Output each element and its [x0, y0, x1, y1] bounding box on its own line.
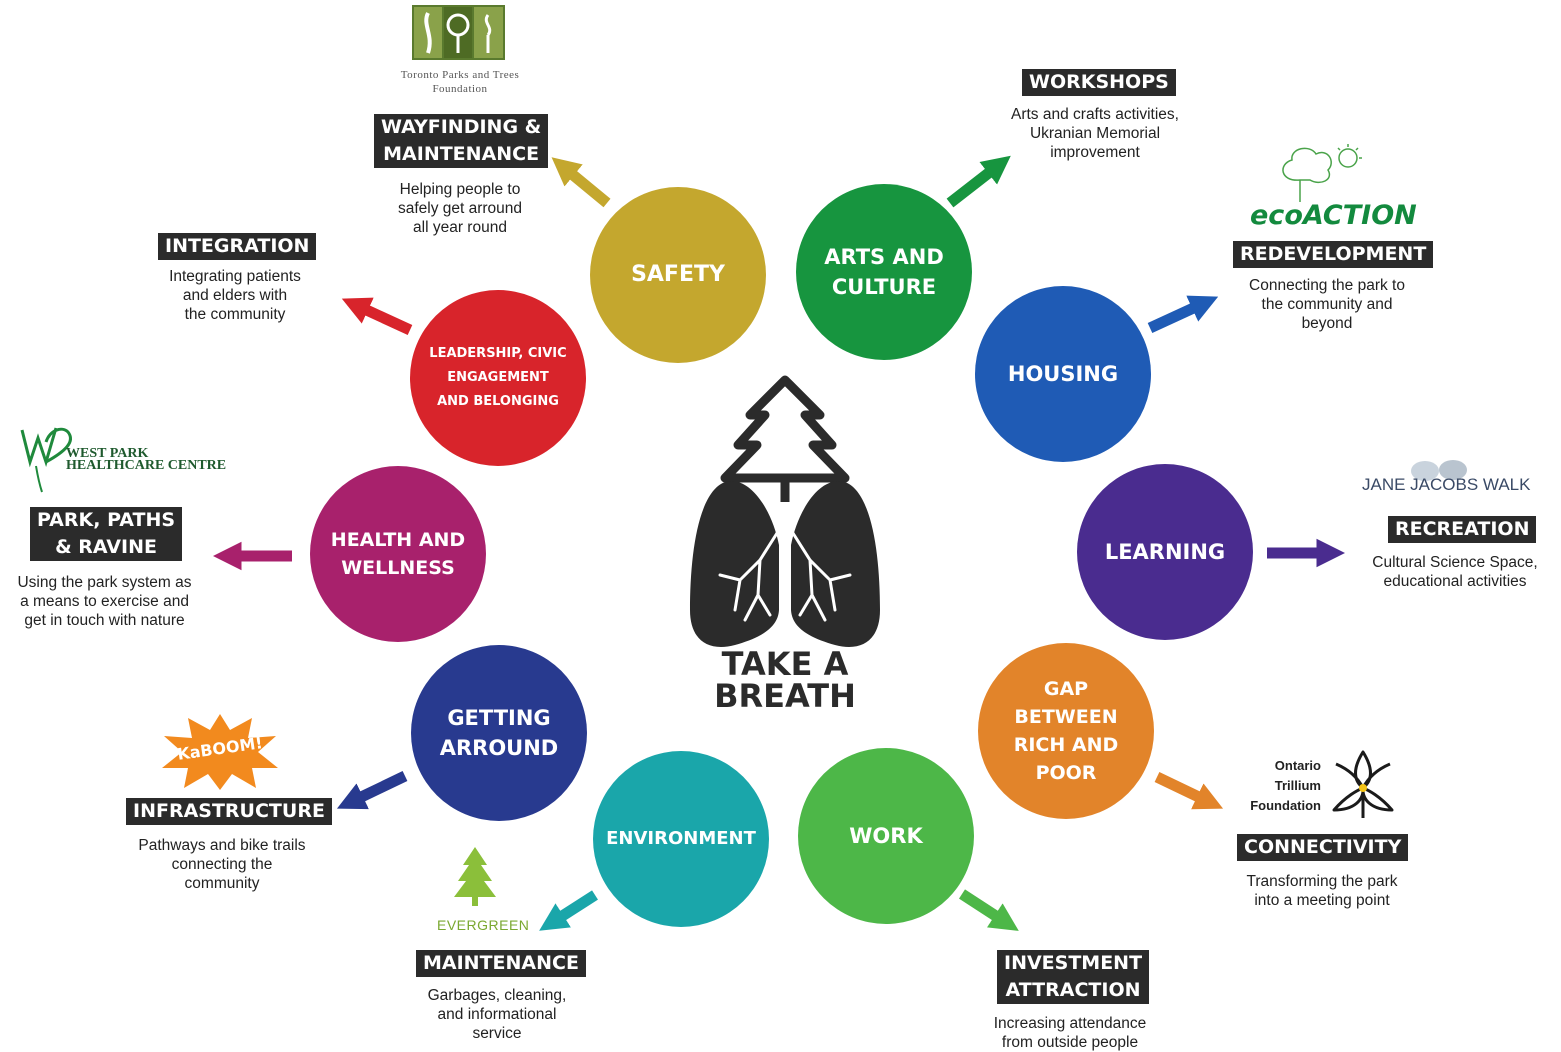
circle-gap: GAP BETWEEN RICH AND POOR	[978, 643, 1154, 819]
kaboom-burst-icon	[162, 714, 278, 790]
desc-park: Using the park system as a means to exer…	[17, 574, 192, 629]
west-park-logo-text: WEST PARK HEALTHCARE CENTRE	[66, 446, 227, 473]
arrow-work	[959, 889, 1019, 931]
tpt-logo-text: Toronto Parks and Trees Foundation	[400, 69, 520, 95]
jane-jacobs-logo-text: JANE JACOBS WALK	[1362, 475, 1531, 494]
circle-work: WORK	[798, 748, 974, 924]
circle-housing-label: HOUSING	[1007, 362, 1119, 386]
circle-arts-label: ARTS AND CULTURE	[824, 245, 944, 299]
desc-recreation: Cultural Science Space, educational acti…	[1372, 554, 1538, 590]
tag-maintenance: MAINTENANCE	[416, 950, 586, 977]
tag-integration: INTEGRATION	[158, 233, 317, 260]
jane-jacobs-footprint-icon	[1411, 460, 1467, 481]
circle-getting-arround: GETTING ARROUND	[411, 645, 587, 821]
circle-leadership: LEADERSHIP, CIVIC ENGAGEMENT AND BELONGI…	[410, 290, 586, 466]
circle-environment-label: ENVIRONMENT	[606, 828, 756, 849]
circle-safety-label: SAFETY	[631, 262, 725, 287]
tag-infrastructure: INFRASTRUCTURE	[126, 798, 332, 825]
desc-maintenance: Garbages, cleaning, and informational se…	[427, 987, 567, 1042]
tag-recreation: RECREATION	[1388, 516, 1537, 543]
circle-learning-label: LEARNING	[1104, 540, 1226, 564]
arrow-getting	[336, 771, 408, 810]
tag-connectivity: CONNECTIVITY	[1237, 834, 1409, 861]
circle-housing: HOUSING	[975, 286, 1151, 462]
circle-leadership-label: LEADERSHIP, CIVIC ENGAGEMENT AND BELONGI…	[429, 346, 567, 409]
center-title: TAKE A BREATH	[714, 645, 856, 715]
arrow-environment	[539, 890, 598, 931]
desc-redevelopment: Connecting the park to the community and…	[1249, 277, 1405, 332]
tpt-logo	[412, 5, 505, 60]
circle-gap-label: GAP BETWEEN RICH AND POOR	[1013, 678, 1119, 784]
tag-wayfinding: WAYFINDING & MAINTENANCE	[374, 114, 549, 168]
arrow-gap	[1154, 772, 1224, 810]
desc-investment: Increasing attendance from outside peopl…	[993, 1015, 1147, 1051]
desc-connectivity: Transforming the park into a meeting poi…	[1246, 873, 1398, 909]
desc-integration: Integrating patients and elders with the…	[169, 268, 301, 323]
arrow-arts	[946, 155, 1011, 208]
ecoaction-tree-icon	[1282, 144, 1362, 202]
evergreen-tree-icon	[454, 847, 496, 906]
tag-redevelopment: REDEVELOPMENT	[1233, 241, 1434, 268]
tag-workshops: WORKSHOPS	[1022, 69, 1176, 96]
arrow-housing	[1147, 295, 1219, 333]
trillium-flower-icon	[1332, 750, 1394, 818]
ecoaction-logo-text: ecoACTION	[1250, 200, 1417, 231]
evergreen-logo-text: EVERGREEN	[437, 917, 530, 933]
desc-wayfinding: Helping people to safely get arround all…	[397, 181, 523, 236]
tag-investment-attraction: INVESTMENT ATTRACTION	[997, 950, 1150, 1004]
desc-infrastructure: Pathways and bike trails connecting the …	[138, 837, 306, 892]
circle-health-label: HEALTH AND WELLNESS	[330, 529, 466, 579]
circle-learning: LEARNING	[1077, 464, 1253, 640]
circle-work-label: WORK	[849, 824, 923, 848]
circle-environment: ENVIRONMENT	[593, 751, 769, 927]
west-park-logo-icon	[20, 427, 72, 493]
circle-arts-and-culture: ARTS AND CULTURE	[796, 184, 972, 360]
circle-getting-label: GETTING ARROUND	[439, 706, 559, 760]
tag-park-paths-ravine: PARK, PATHS & RAVINE	[30, 507, 183, 561]
circle-health-and-wellness: HEALTH AND WELLNESS	[310, 466, 486, 642]
lungs-tree-icon	[690, 375, 880, 647]
desc-workshops: Arts and crafts activities, Ukranian Mem…	[1011, 106, 1179, 161]
arrow-safety	[551, 157, 611, 208]
trillium-logo-text: Ontario Trillium Foundation	[1250, 758, 1321, 813]
arrow-leadership	[341, 297, 413, 335]
circle-safety: SAFETY	[590, 187, 766, 363]
